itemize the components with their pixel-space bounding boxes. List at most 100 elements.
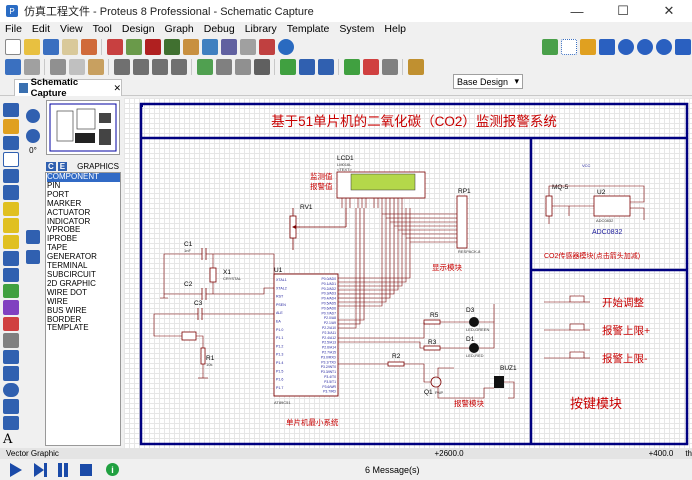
list-item[interactable]: GENERATOR — [47, 252, 97, 262]
menu-template[interactable]: Template — [286, 23, 330, 35]
list-item[interactable]: PORT — [47, 189, 70, 199]
list-item[interactable]: TEMPLATE — [47, 323, 89, 333]
step-icon[interactable] — [34, 462, 44, 477]
zoom-area-icon[interactable] — [674, 39, 691, 55]
bom-icon[interactable] — [201, 39, 218, 55]
minimize-button[interactable]: — — [570, 3, 584, 19]
paste-icon[interactable] — [87, 59, 104, 75]
list-item[interactable]: TERMINAL — [47, 261, 88, 271]
selection-mode-icon[interactable] — [3, 103, 19, 118]
close-project-icon[interactable] — [80, 39, 97, 55]
q1-transistor[interactable] — [430, 376, 442, 388]
menu-edit[interactable]: Edit — [31, 23, 51, 35]
origin-icon[interactable] — [579, 39, 596, 55]
menu-view[interactable]: View — [60, 23, 83, 35]
mirror-x-icon[interactable] — [26, 230, 40, 244]
list-item[interactable]: VPROBE — [47, 225, 81, 235]
tab-schematic-capture[interactable]: Schematic Capture ✕ — [14, 77, 122, 99]
menu-graph[interactable]: Graph — [164, 23, 194, 35]
maximize-button[interactable]: ☐ — [617, 3, 629, 18]
current-probe-icon[interactable] — [3, 316, 19, 332]
new-sheet-icon[interactable] — [343, 59, 360, 75]
start-adjust-switch[interactable] — [569, 295, 585, 303]
new-file-icon[interactable] — [4, 39, 21, 55]
zoom-out-icon[interactable] — [636, 39, 653, 55]
wire-autorouter-icon[interactable] — [279, 59, 296, 75]
d1-led[interactable] — [469, 343, 479, 353]
rp1-resistor-pack[interactable] — [456, 195, 468, 249]
list-item[interactable]: BUS WIRE — [47, 305, 87, 315]
text-script-icon[interactable] — [3, 168, 19, 184]
make-device-icon[interactable] — [215, 59, 232, 75]
search-tag-icon[interactable] — [298, 59, 315, 75]
packaging-tool-icon[interactable] — [234, 59, 251, 75]
list-item[interactable]: WIRE — [47, 296, 68, 306]
text-icon[interactable]: A — [3, 431, 13, 447]
arc-icon[interactable] — [3, 399, 19, 414]
list-item[interactable]: BORDER — [47, 314, 82, 324]
redo-icon[interactable] — [23, 59, 40, 75]
d3-led[interactable] — [469, 317, 479, 327]
play-icon[interactable] — [10, 462, 22, 477]
tape-recorder-icon[interactable] — [3, 267, 19, 283]
c-button[interactable]: C — [46, 161, 56, 171]
open-folder-icon[interactable] — [23, 39, 40, 55]
alarm-down-switch[interactable] — [569, 351, 585, 359]
mirror-y-icon[interactable] — [26, 250, 40, 264]
device-pins-icon[interactable] — [3, 234, 19, 250]
list-item[interactable]: 2D GRAPHIC — [47, 278, 96, 288]
3d-icon[interactable] — [182, 39, 199, 55]
buses-icon[interactable] — [3, 185, 19, 200]
block-move-icon[interactable] — [132, 59, 149, 75]
block-copy-icon[interactable] — [113, 59, 130, 75]
pick-device-icon[interactable] — [196, 59, 213, 75]
list-item[interactable]: IPROBE — [47, 234, 78, 244]
pause-icon[interactable] — [58, 462, 68, 477]
menu-file[interactable]: File — [5, 23, 22, 35]
junction-dot-icon[interactable] — [3, 135, 19, 151]
menu-library[interactable]: Library — [244, 23, 277, 35]
menu-help[interactable]: Help — [384, 23, 407, 35]
terminals-icon[interactable] — [3, 218, 19, 233]
u2-adc[interactable] — [593, 195, 631, 217]
virtual-instruments-icon[interactable] — [3, 333, 19, 348]
refresh-icon[interactable] — [541, 39, 558, 55]
zoom-in-icon[interactable] — [617, 39, 634, 55]
zoom-all-icon[interactable] — [655, 39, 672, 55]
close-icon[interactable]: ✕ — [113, 82, 121, 93]
reset-button[interactable] — [181, 331, 197, 341]
info-icon[interactable]: i — [106, 463, 119, 476]
line-icon[interactable] — [3, 349, 19, 365]
stop-icon[interactable] — [80, 463, 92, 476]
copy-icon[interactable] — [68, 59, 85, 75]
wire-label-icon[interactable] — [3, 152, 19, 167]
import-icon[interactable] — [61, 39, 78, 55]
remove-sheet-icon[interactable] — [362, 59, 379, 75]
alarm-up-switch[interactable] — [569, 323, 585, 331]
device-list[interactable]: COMPONENT PIN PORT MARKER ACTUATOR INDIC… — [45, 172, 121, 446]
x1-crystal[interactable] — [209, 267, 217, 283]
decompose-icon[interactable] — [253, 59, 270, 75]
list-item[interactable]: INDICATOR — [47, 216, 91, 226]
menu-design[interactable]: Design — [121, 23, 155, 35]
generator-icon[interactable] — [3, 284, 19, 299]
menu-tool[interactable]: Tool — [92, 23, 112, 35]
property-assign-icon[interactable] — [317, 59, 334, 75]
help-icon[interactable] — [277, 39, 294, 55]
list-item[interactable]: PIN — [47, 180, 61, 190]
block-delete-icon[interactable] — [170, 59, 187, 75]
block-rotate-icon[interactable] — [151, 59, 168, 75]
close-button[interactable]: ✕ — [663, 3, 675, 18]
pcb-icon[interactable] — [144, 39, 161, 55]
design-select[interactable]: Base Design▾ — [453, 74, 523, 89]
component-mode-icon[interactable] — [3, 119, 19, 134]
list-item[interactable]: SUBCIRCUIT — [47, 269, 96, 279]
menu-debug[interactable]: Debug — [203, 23, 235, 35]
list-item[interactable]: TAPE — [47, 243, 68, 253]
grid-icon[interactable] — [560, 39, 577, 55]
design-notes-icon[interactable] — [407, 59, 424, 75]
gerber-icon[interactable] — [163, 39, 180, 55]
graph-icon[interactable] — [3, 251, 19, 266]
overview-window[interactable] — [46, 100, 120, 155]
list-item[interactable]: MARKER — [47, 198, 82, 208]
